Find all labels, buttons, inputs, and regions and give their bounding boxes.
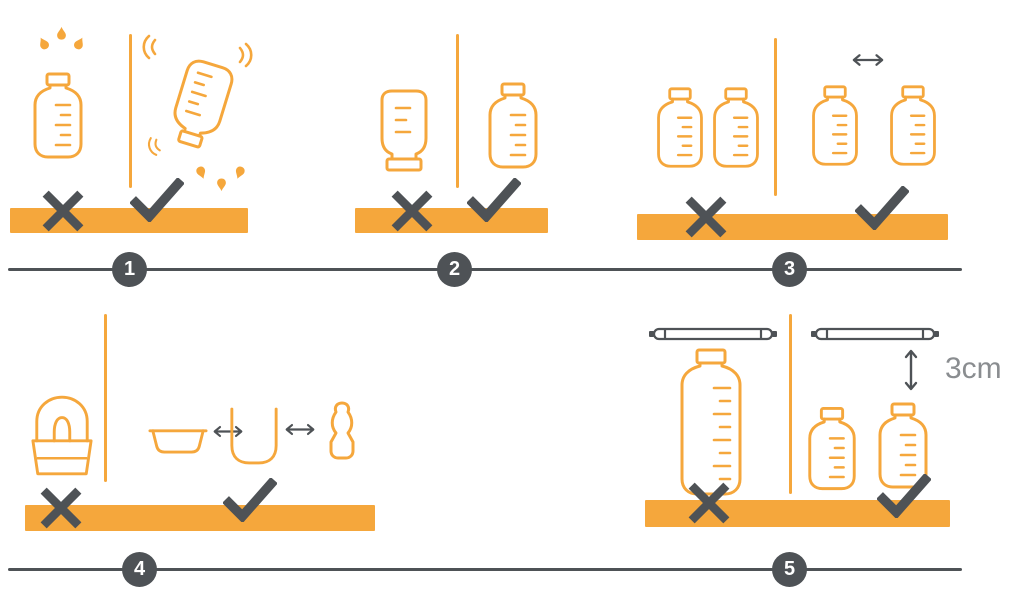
water-droplet-icon: [56, 26, 67, 40]
wrong-x-mark: [688, 482, 730, 524]
shelf-bar: [25, 505, 375, 531]
water-droplet-icon: [194, 165, 209, 182]
step-3-number-badge: 3: [772, 252, 807, 287]
wet-bottle-icon: [28, 72, 88, 160]
step-4-panel: [25, 310, 375, 538]
step-2-panel: [355, 20, 550, 236]
wrong-x-mark: [685, 196, 727, 238]
bottle-touching-icon: [652, 86, 708, 170]
correct-check-mark: [877, 474, 931, 518]
shelf-bar: [637, 214, 948, 240]
bottle-spaced-icon: [885, 82, 941, 170]
upside-down-bottle-icon: [372, 88, 436, 174]
shaking-bottle-icon: [159, 53, 242, 155]
shelf-bar: [355, 208, 548, 233]
spacing-arrow-icon: [284, 422, 316, 437]
uv-lamp-tube-icon: [810, 326, 940, 342]
panel-divider-line: [104, 314, 107, 482]
panel-divider-line: [789, 314, 792, 494]
upright-bottle-icon: [483, 82, 543, 170]
step-5-panel: 3cm: [645, 310, 1015, 538]
correct-check-mark: [855, 186, 909, 230]
bottle-spaced-icon: [803, 404, 861, 494]
step-4-number-badge: 4: [122, 552, 157, 587]
uv-lamp-tube-icon: [648, 326, 778, 342]
container-cup-icon: [228, 406, 280, 466]
pacifier-icon: [320, 400, 364, 462]
step-5-number-badge: 5: [772, 552, 807, 587]
step-row-line-bottom: [8, 568, 962, 571]
water-droplet-icon: [71, 34, 87, 52]
tall-bottle-icon: [674, 348, 748, 496]
wrong-x-mark: [42, 190, 84, 232]
lid-dish-icon: [148, 424, 208, 455]
water-droplet-icon: [216, 178, 227, 192]
step-row-line-top: [8, 268, 962, 271]
bottle-touching-icon: [708, 86, 764, 170]
water-droplet-icon: [35, 34, 51, 52]
step-3-panel: [637, 20, 948, 242]
bottle-spaced-icon: [807, 82, 863, 170]
panel-divider-line: [129, 34, 132, 188]
stacked-parts-icon: [30, 392, 94, 478]
shake-lines-icon: [238, 42, 258, 68]
wrong-x-mark: [391, 190, 433, 232]
distance-arrow-icon: [903, 348, 919, 392]
spacing-arrow-icon: [851, 52, 885, 68]
step-1-panel: [10, 20, 250, 236]
water-droplet-icon: [232, 165, 247, 182]
shake-lines-icon: [141, 134, 163, 160]
shake-lines-icon: [137, 34, 157, 60]
panel-divider-line: [456, 34, 459, 188]
step-2-number-badge: 2: [437, 252, 472, 287]
step-1-number-badge: 1: [112, 252, 147, 287]
correct-check-mark: [130, 178, 184, 222]
distance-label: 3cm: [945, 352, 1002, 385]
wrong-x-mark: [40, 487, 82, 529]
panel-divider-line: [774, 38, 777, 196]
correct-check-mark: [223, 478, 277, 522]
correct-check-mark: [467, 178, 521, 222]
